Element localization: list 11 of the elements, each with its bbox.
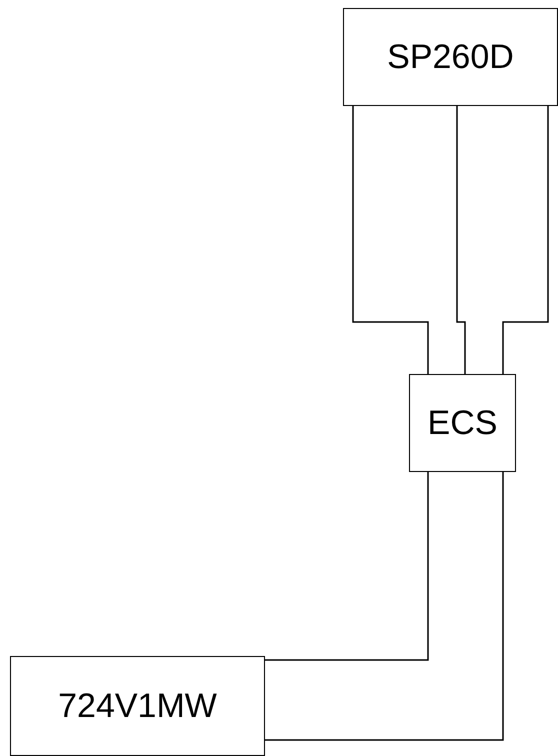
connector-line [456, 106, 466, 374]
component-label: 724V1MW [58, 686, 217, 726]
component-label: ECS [428, 404, 498, 442]
component-box [343, 8, 558, 106]
component-label: SP260D [387, 38, 514, 76]
connector-line [265, 472, 504, 741]
connector-line [502, 106, 549, 374]
connector-line [352, 106, 429, 374]
component-box [409, 374, 516, 472]
connector-line [265, 472, 429, 661]
component-box [10, 656, 265, 756]
